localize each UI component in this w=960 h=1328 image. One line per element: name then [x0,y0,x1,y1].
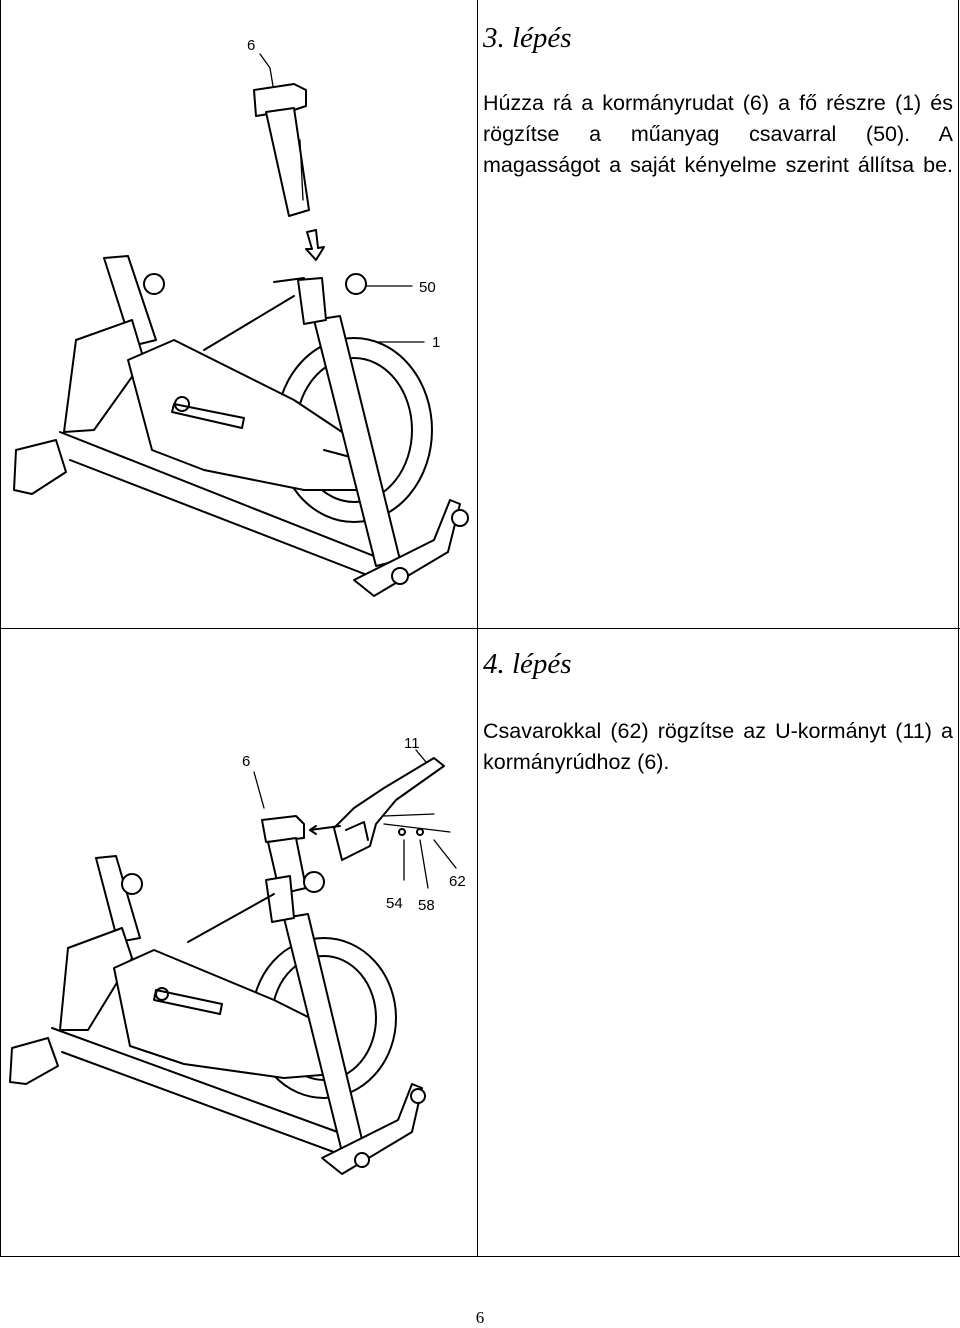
step3-label-50: 50 [419,279,436,296]
step4-label-6: 6 [242,753,250,770]
step4-heading: 4. lépés [483,648,572,680]
step4-label-11: 11 [404,735,420,752]
step3-label-1: 1 [432,334,440,351]
step4-label-54: 54 [386,895,403,912]
step4-label-62: 62 [449,873,466,890]
step3-heading: 3. lépés [483,22,572,54]
instruction-sheet: 6 50 1 3 [0,0,960,1257]
step3-label-6: 6 [247,37,255,54]
step4-instruction-text-content: Csavarokkal (62) rögzítse az U-kormányt … [483,719,953,774]
step4-instruction-text: Csavarokkal (62) rögzítse az U-kormányt … [483,716,953,778]
step3-assembly-illustration: 6 50 1 [13,37,469,597]
page-number: 6 [475,1308,485,1327]
step4-label-58: 58 [418,897,435,914]
row-divider [0,628,960,629]
step3-instruction-text: Húzza rá a kormányrudat (6) a fő részre … [483,91,953,177]
step4-assembly-illustration: 11 6 62 54 58 [9,735,466,1175]
